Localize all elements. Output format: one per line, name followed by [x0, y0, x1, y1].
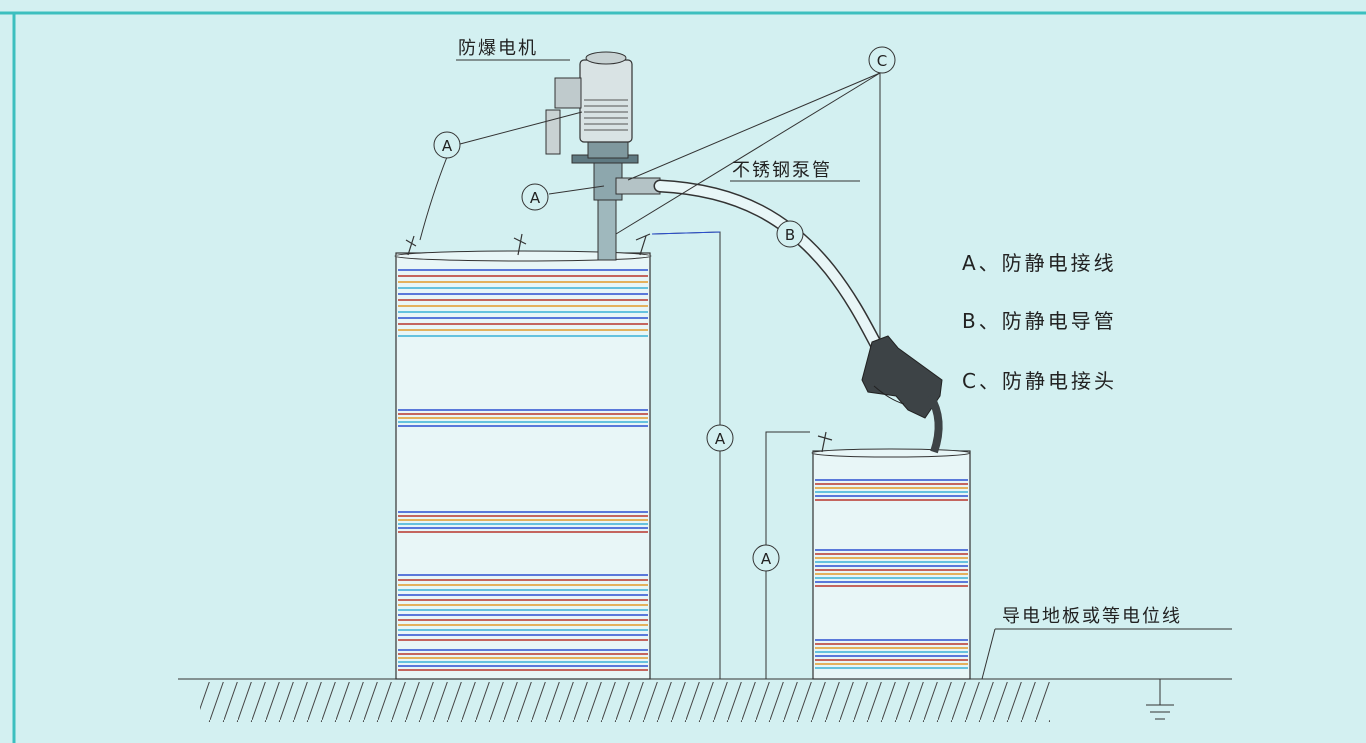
legend-item-c: C、防静电接头 [962, 369, 1117, 393]
marker-c-connector: C [868, 46, 896, 74]
leader-lines [419, 59, 1232, 680]
ground-symbol-icon [1146, 679, 1174, 720]
label-motor: 防爆电机 [458, 38, 538, 59]
svg-text:A: A [442, 137, 453, 155]
fuel-nozzle [861, 335, 943, 454]
ground-wire-highlight [651, 231, 721, 235]
small-drum [811, 448, 971, 680]
drum-clamps [405, 233, 833, 453]
ground-wire-small-drum [765, 431, 810, 679]
svg-text:C: C [877, 52, 887, 70]
label-pump-tube: 不锈钢泵管 [732, 160, 832, 181]
marker-a-large-wire: A [706, 424, 734, 452]
marker-a-pump: A [521, 183, 549, 211]
svg-text:B: B [785, 226, 795, 244]
svg-text:A: A [530, 189, 541, 207]
svg-text:A: A [761, 550, 772, 568]
marker-b-hose: B [776, 220, 804, 248]
marker-a-small-wire: A [752, 544, 780, 572]
svg-text:A: A [715, 430, 726, 448]
label-floor: 导电地板或等电位线 [1002, 606, 1182, 627]
pump-assembly [545, 51, 661, 261]
legend-item-b: B、防静电导管 [962, 309, 1117, 333]
marker-a-motor: A [433, 131, 461, 159]
legend-item-a: A、防静电接线 [962, 251, 1117, 275]
large-drum [394, 250, 652, 680]
ground-hatch [200, 682, 1050, 722]
